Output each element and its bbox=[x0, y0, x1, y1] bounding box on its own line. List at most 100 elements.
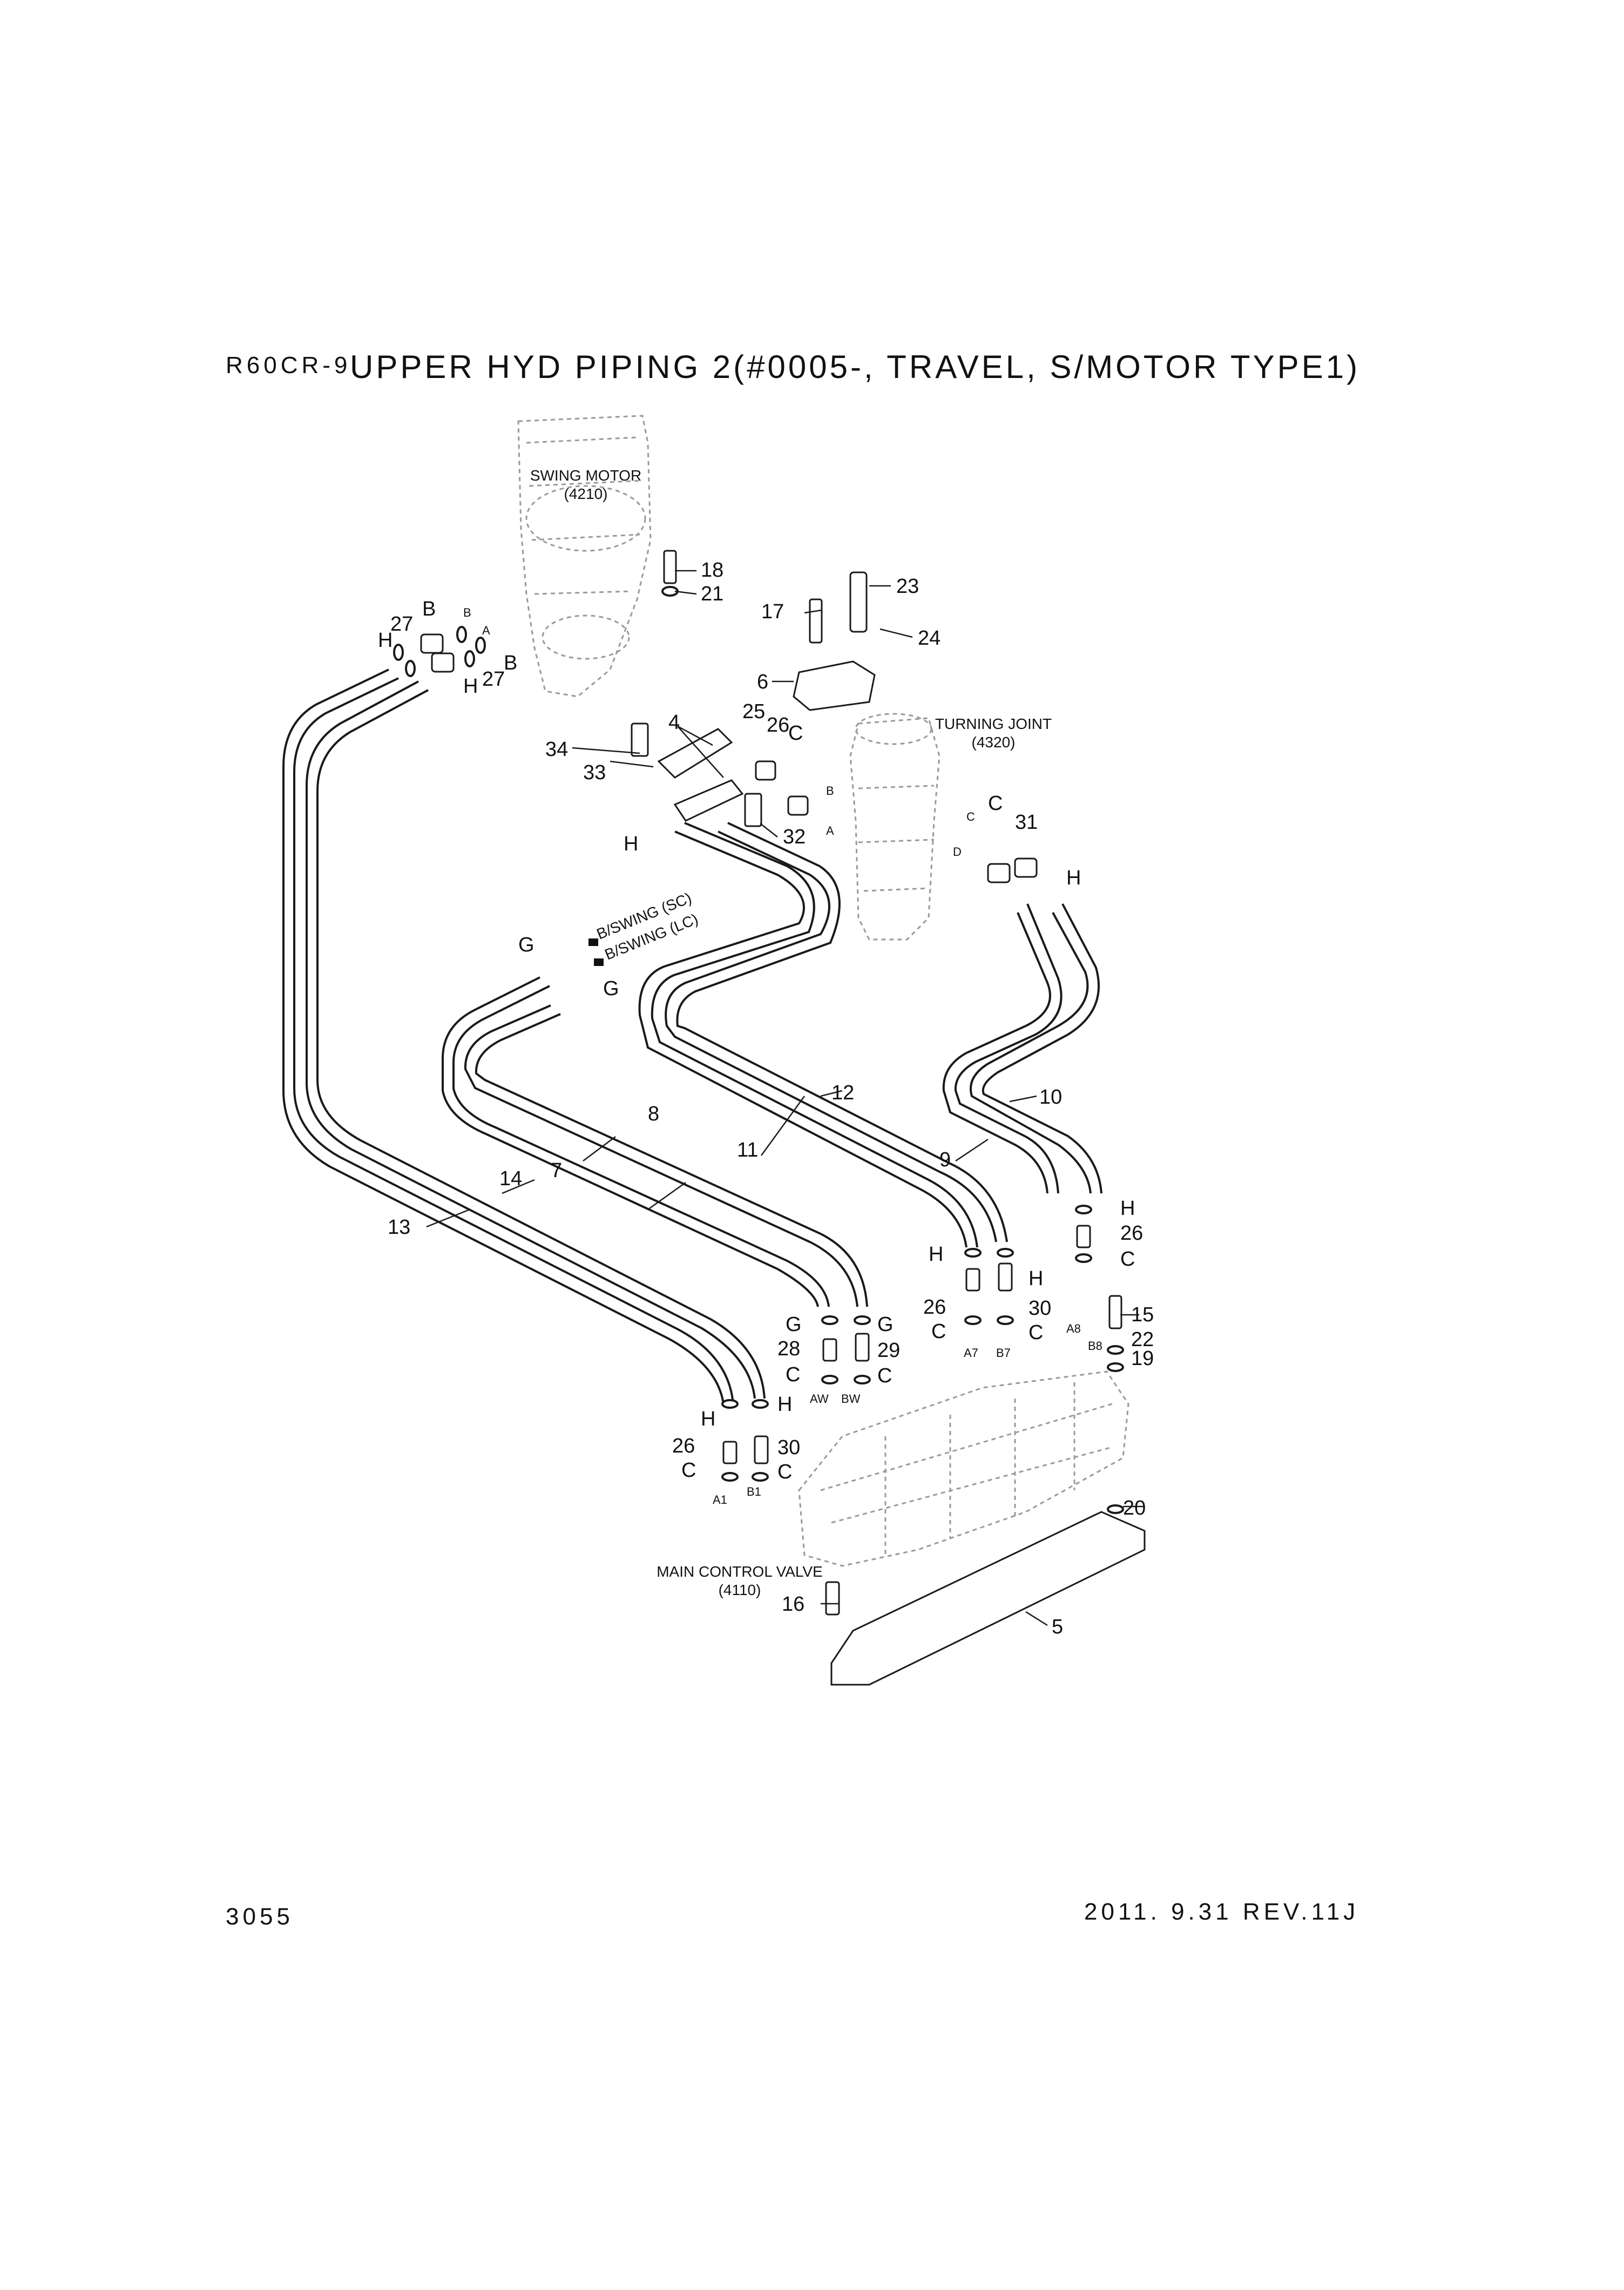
callout-h-7: H bbox=[1028, 1267, 1043, 1290]
callout-19: 19 bbox=[1131, 1347, 1154, 1370]
callout-30-bottom: 30 bbox=[777, 1436, 800, 1459]
callout-11: 11 bbox=[737, 1139, 758, 1161]
callout-c-small: C bbox=[966, 810, 975, 823]
callout-h-8: H bbox=[701, 1408, 715, 1430]
callout-c-7: C bbox=[877, 1364, 892, 1387]
leader-lines bbox=[426, 570, 1145, 1626]
callout-24: 24 bbox=[918, 627, 940, 650]
callout-a7: A7 bbox=[964, 1346, 978, 1360]
callout-10: 10 bbox=[1039, 1086, 1062, 1109]
main-control-valve-label: MAIN CONTROL VALVE bbox=[657, 1563, 823, 1580]
callout-6: 6 bbox=[757, 671, 768, 693]
callout-h-1: H bbox=[378, 629, 393, 652]
callout-c-8: C bbox=[681, 1459, 696, 1482]
swing-motor-label: SWING MOTOR bbox=[530, 467, 641, 484]
callout-h-3: H bbox=[624, 833, 638, 855]
callout-b-2: B bbox=[504, 652, 517, 674]
callout-c-2: C bbox=[988, 792, 1003, 815]
turning-joint-code: (4320) bbox=[972, 734, 1016, 751]
hose-13 bbox=[282, 668, 734, 1404]
swing-motor-code: (4210) bbox=[564, 485, 608, 502]
hose-10 bbox=[970, 903, 1102, 1194]
callout-a-small-2: A bbox=[826, 824, 834, 837]
hose-9 bbox=[942, 903, 1063, 1194]
swing-motor-outline bbox=[517, 415, 652, 698]
bracket-6 bbox=[793, 571, 876, 711]
callout-27-bottom: 27 bbox=[482, 668, 505, 691]
callout-26-top: 26 bbox=[767, 714, 789, 737]
model-code: R60CR-9 bbox=[226, 352, 351, 379]
callout-g-1: G bbox=[518, 934, 534, 956]
callout-31: 31 bbox=[1015, 811, 1038, 834]
callout-18: 18 bbox=[701, 559, 723, 582]
callout-7: 7 bbox=[551, 1159, 562, 1182]
callout-22: 22 bbox=[1131, 1328, 1154, 1351]
callout-h-6: H bbox=[929, 1243, 943, 1266]
revision-date: 2011. 9.31 REV.11J bbox=[1084, 1899, 1359, 1925]
callout-g-3: G bbox=[786, 1313, 802, 1336]
elbow-fittings-4 bbox=[631, 722, 809, 827]
callout-13: 13 bbox=[388, 1216, 410, 1239]
callout-h-5: H bbox=[1120, 1197, 1135, 1220]
callout-14: 14 bbox=[499, 1167, 522, 1190]
page-title: UPPER HYD PIPING 2(#0005-, TRAVEL, S/MOT… bbox=[350, 349, 1361, 385]
callout-33: 33 bbox=[583, 761, 606, 784]
hose-11 bbox=[638, 822, 978, 1248]
callout-b1: B1 bbox=[747, 1485, 761, 1498]
callout-25: 25 bbox=[742, 700, 765, 723]
callout-a-small: A bbox=[482, 624, 490, 637]
turning-joint-outline bbox=[849, 713, 940, 941]
callout-c-9: C bbox=[777, 1461, 792, 1483]
callout-a1: A1 bbox=[713, 1493, 727, 1507]
callout-34: 34 bbox=[545, 738, 568, 761]
callout-b8: B8 bbox=[1088, 1339, 1102, 1353]
callout-15: 15 bbox=[1131, 1303, 1154, 1326]
swing-motor-fittings bbox=[393, 550, 679, 677]
hose-12 bbox=[665, 822, 1008, 1242]
callout-b7: B7 bbox=[996, 1346, 1011, 1360]
callout-b-1: B bbox=[422, 598, 436, 620]
callout-26-bottom: 26 bbox=[672, 1435, 695, 1457]
callout-26-right: 26 bbox=[1120, 1222, 1143, 1245]
mounting-plate-5 bbox=[825, 1511, 1146, 1686]
callout-h-4: H bbox=[1066, 867, 1081, 889]
callout-c-3: C bbox=[1120, 1248, 1135, 1271]
callout-h-2: H bbox=[463, 675, 478, 698]
callout-h-9: H bbox=[777, 1393, 792, 1416]
callout-4: 4 bbox=[668, 711, 680, 734]
callout-g-2: G bbox=[603, 977, 619, 1000]
callout-20: 20 bbox=[1123, 1497, 1146, 1519]
callout-32: 32 bbox=[783, 826, 806, 848]
joint-fittings-31 bbox=[987, 857, 1038, 883]
callout-8: 8 bbox=[648, 1103, 659, 1125]
o-rings bbox=[721, 1205, 1124, 1514]
callout-16: 16 bbox=[782, 1593, 804, 1616]
callout-b-small-2: B bbox=[826, 784, 834, 798]
callout-29: 29 bbox=[877, 1339, 900, 1362]
main-control-valve-outline bbox=[798, 1370, 1129, 1567]
callout-28: 28 bbox=[777, 1337, 800, 1360]
main-control-valve-code: (4110) bbox=[719, 1582, 761, 1598]
callout-30-top: 30 bbox=[1028, 1297, 1051, 1320]
callout-aw: AW bbox=[810, 1392, 829, 1406]
callout-b-small: B bbox=[463, 606, 471, 619]
callout-c-1: C bbox=[788, 722, 803, 745]
callout-bw: BW bbox=[841, 1392, 861, 1406]
callout-labels: 18 21 23 17 24 6 B B 27 A H B 27 H 4 25 … bbox=[378, 559, 1154, 1638]
b-swing-markers bbox=[588, 938, 604, 966]
callout-c-4: C bbox=[931, 1320, 946, 1343]
hose-14 bbox=[306, 680, 766, 1399]
valve-side-fittings bbox=[722, 1225, 1122, 1464]
callout-26-mid: 26 bbox=[923, 1296, 946, 1319]
hose-8 bbox=[464, 1004, 868, 1307]
callout-27-top: 27 bbox=[390, 613, 413, 636]
hose-7 bbox=[442, 976, 830, 1307]
callout-21: 21 bbox=[701, 583, 723, 605]
callout-5: 5 bbox=[1052, 1616, 1063, 1638]
turning-joint-label: TURNING JOINT bbox=[935, 715, 1052, 732]
callout-a8: A8 bbox=[1066, 1322, 1081, 1335]
callout-c-5: C bbox=[1028, 1321, 1043, 1344]
callout-d-small: D bbox=[953, 845, 962, 859]
callout-12: 12 bbox=[831, 1082, 854, 1104]
